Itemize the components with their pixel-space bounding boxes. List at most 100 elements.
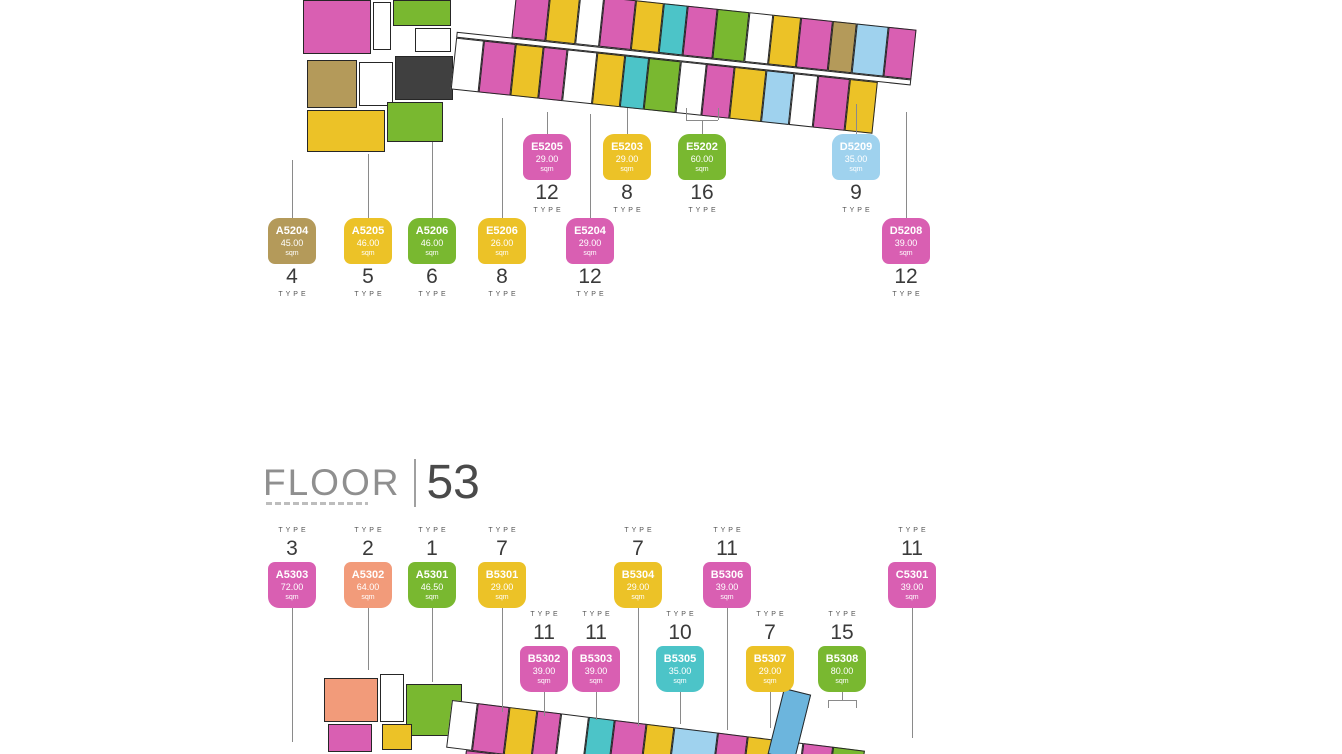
unit-area: 29.00 (578, 237, 602, 248)
unit-area: 60.00 (690, 153, 714, 164)
unit-area: 26.00 (490, 237, 514, 248)
unit-id: A5303 (275, 568, 309, 581)
plan-unit (797, 743, 834, 754)
unit-type-label: TYPE (898, 527, 929, 534)
connector-line (856, 104, 857, 134)
unit-id: B5307 (753, 652, 787, 665)
plan-unit (883, 26, 917, 80)
connector-line (912, 608, 913, 738)
unit-id: E5202 (686, 140, 718, 153)
unit-type-number: 5 (362, 265, 374, 288)
unit-type-number: 11 (533, 621, 555, 644)
plan-unit (640, 723, 675, 754)
plan-unit (844, 79, 878, 134)
unit-area: 35.00 (844, 153, 868, 164)
unit-type-label: TYPE (666, 611, 697, 618)
plan-unit (324, 678, 378, 722)
unit-id: D5209 (839, 140, 873, 153)
connector-line (638, 608, 639, 726)
connector-line (627, 108, 628, 134)
unit-sqm: sqm (673, 677, 687, 685)
unit-area: 46.00 (356, 237, 380, 248)
unit-sqm: sqm (583, 249, 597, 257)
unit-id: B5305 (663, 652, 697, 665)
connector-line (680, 692, 681, 724)
unit-type-label: TYPE (418, 291, 449, 298)
unit-type-number: 7 (764, 621, 776, 644)
unit-type-label: TYPE (828, 611, 859, 618)
unit-type-label: TYPE (892, 291, 923, 298)
unit-sqm: sqm (495, 593, 509, 601)
unit-id: A5302 (351, 568, 385, 581)
unit-id: B5303 (579, 652, 613, 665)
connector-line (727, 608, 728, 730)
unit-area: 35.00 (668, 665, 692, 676)
unit-type-label: TYPE (713, 527, 744, 534)
unit-type-label: TYPE (576, 291, 607, 298)
unit-sqm: sqm (620, 165, 634, 173)
plan-unit (795, 17, 833, 71)
connector-line (906, 112, 907, 218)
plan-unit (380, 674, 404, 722)
floor-title-number: 53 (426, 456, 480, 509)
plan-unit (382, 724, 412, 750)
plan-unit (387, 102, 443, 142)
unit-id: E5203 (611, 140, 643, 153)
unit-area: 29.00 (615, 153, 639, 164)
connector-line (544, 692, 545, 716)
unit-type-number: 12 (535, 181, 559, 204)
unit-type-label: TYPE (533, 207, 564, 214)
connector-line (856, 700, 857, 708)
unit-type-number: 3 (286, 537, 298, 560)
unit-type-label: TYPE (354, 291, 385, 298)
unit-id: A5301 (415, 568, 449, 581)
unit-sqm: sqm (763, 677, 777, 685)
plan-unit (583, 716, 615, 754)
plan-unit (307, 110, 385, 152)
unit-sqm: sqm (835, 677, 849, 685)
connector-line (828, 700, 856, 701)
unit-id: E5205 (531, 140, 563, 153)
plan-unit (415, 28, 451, 52)
unit-type-label: TYPE (418, 527, 449, 534)
connector-line (292, 608, 293, 742)
unit-type-number: 6 (426, 265, 438, 288)
connector-line (368, 154, 369, 218)
